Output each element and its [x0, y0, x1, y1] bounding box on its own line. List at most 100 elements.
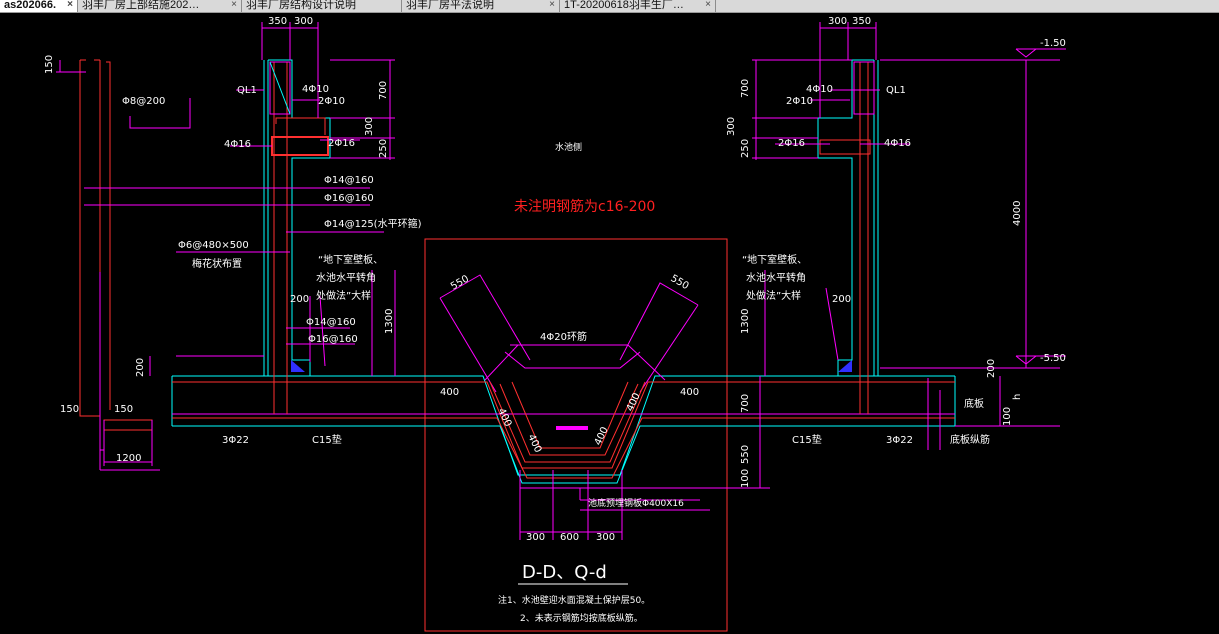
tab-drawing-5[interactable]: 1T-20200618羽丰生厂… ×: [560, 0, 716, 12]
bar-2f16-right: 2Φ16: [778, 138, 805, 149]
dim-1300-left: 1300: [384, 309, 395, 334]
dim-1200: 1200: [116, 453, 141, 464]
left-wall-rebar: [271, 62, 329, 414]
dim-200-right: 200: [832, 294, 851, 305]
left-haunch: [291, 360, 305, 372]
bar-3f22-left: 3Φ22: [222, 435, 249, 446]
cad-drawing-canvas[interactable]: 350 300 150 700 300 250 QL1 4Φ10 2Φ10 4Φ…: [0, 13, 1219, 634]
right-wall-rebar: [819, 62, 871, 414]
label-plum: 梅花状布置: [192, 257, 242, 270]
dim-550-c: 550: [740, 445, 751, 464]
dim-250-right: 250: [740, 139, 751, 158]
label-base-bar: 底板纵筋: [950, 433, 990, 446]
tab-drawing-1[interactable]: аѕ202066. ×: [0, 0, 78, 12]
dim-300-b: 300: [596, 532, 615, 543]
dim-150-low: 150: [60, 404, 79, 415]
close-icon[interactable]: ×: [705, 0, 711, 10]
tab-bar: аѕ202066. × 羽丰厂房上部结施202… × 羽丰厂房结构设计说明 羽丰…: [0, 0, 1219, 13]
dim-350-left: 350: [268, 16, 287, 27]
tab-drawing-2[interactable]: 羽丰厂房上部结施202… ×: [78, 0, 242, 12]
bar-f14-125: Φ14@125(水平环箍): [324, 217, 422, 230]
right-haunch: [838, 360, 852, 372]
dim-300-left: 300: [294, 16, 313, 27]
dim-550-a: 550: [449, 274, 471, 293]
ref-left-1: “地下室壁板、: [318, 253, 383, 266]
bar-2f10-right: 2Φ10: [786, 96, 813, 107]
dim-150-base: 150: [114, 404, 133, 415]
bar-4f20: 4Φ20环筋: [540, 330, 587, 343]
embedded-plate: [556, 426, 588, 430]
dimension-lines: [56, 22, 1066, 540]
dim-200b-left: 200: [135, 358, 146, 377]
dim-700b-right: 700: [740, 394, 751, 413]
label-ql1-right: QL1: [886, 85, 906, 96]
left-footing: [99, 98, 191, 470]
right-ql1-beam: [853, 61, 875, 115]
dim-300b-left: 300: [364, 117, 375, 136]
left-edge-column: [79, 59, 111, 417]
pit-outline: [439, 274, 699, 393]
dim-100-c: 100: [740, 469, 751, 488]
close-icon[interactable]: ×: [549, 0, 555, 10]
bar-4f16-right: 4Φ16: [884, 138, 911, 149]
bar-2f16-left: 2Φ16: [328, 138, 355, 149]
dim-300-a: 300: [526, 532, 545, 543]
elev-bottom: -5.50: [1040, 353, 1066, 364]
label-base-slab: 底板: [964, 397, 984, 410]
dim-200b-right: 200: [986, 359, 997, 378]
section-title: D-D、Q-d: [522, 562, 607, 583]
note-1: 注1、水池壁迎水面混凝土保护层50。: [498, 594, 650, 606]
label-embed-plate: 池底预埋钢板Φ400X16: [588, 497, 684, 509]
tab-drawing-4[interactable]: 羽丰厂房平法说明 ×: [402, 0, 560, 12]
left-wall: [172, 59, 331, 377]
ref-right-1: “地下室壁板、: [742, 253, 807, 266]
bar-f16-160b: Φ16@160: [308, 334, 358, 345]
c15-left: C15垫: [312, 433, 342, 446]
bar-f6: Φ6@480×500: [178, 240, 249, 251]
bar-f16-160: Φ16@160: [324, 193, 374, 204]
label-water-side: 水池侧: [555, 141, 582, 153]
tab-label: 羽丰厂房上部结施202…: [82, 0, 200, 11]
dim-700-left: 700: [378, 81, 389, 100]
close-icon[interactable]: ×: [231, 0, 237, 10]
base-slab-rebar: [172, 381, 955, 479]
right-wall: [817, 59, 955, 377]
bar-4f10-right: 4Φ10: [806, 84, 833, 95]
dim-100-right: 100: [1002, 407, 1013, 426]
bar-3f22-right: 3Φ22: [886, 435, 913, 446]
ref-left-2: 水池水平转角: [316, 271, 376, 284]
dim-700-right: 700: [740, 79, 751, 98]
dim-350-right: 350: [852, 16, 871, 27]
label-h: h: [1012, 394, 1023, 400]
dim-300b-right: 300: [726, 117, 737, 136]
dim-300-right: 300: [828, 16, 847, 27]
dim-250-left: 250: [378, 139, 389, 158]
elev-top: -1.50: [1040, 38, 1066, 49]
tab-drawing-3[interactable]: 羽丰厂房结构设计说明: [242, 0, 402, 12]
pit-rebar: [489, 381, 646, 463]
bar-4f10-left: 4Φ10: [302, 84, 329, 95]
bar-4f16-left: 4Φ16: [224, 139, 251, 150]
dim-400-right: 400: [680, 387, 699, 398]
bar-f14-160b: Φ14@160: [306, 317, 356, 328]
bar-f8-left: Φ8@200: [122, 96, 165, 107]
c15-right: C15垫: [792, 433, 822, 446]
close-icon[interactable]: ×: [67, 0, 73, 10]
tab-label: аѕ202066.: [4, 0, 56, 11]
dim-600: 600: [560, 532, 579, 543]
bar-2f10-left: 2Φ10: [318, 96, 345, 107]
ref-right-2: 水池水平转角: [746, 271, 806, 284]
dim-400-b: 400: [625, 391, 643, 413]
dim-4000: 4000: [1012, 201, 1023, 226]
note-unspecified-rebar: 未注明钢筋为c16-200: [514, 198, 655, 215]
label-ql1-left: QL1: [237, 85, 257, 96]
ref-left-3: 处做法”大样: [316, 289, 371, 302]
dim-150-top: 150: [44, 55, 55, 74]
tab-label: 1T-20200618羽丰生厂…: [564, 0, 684, 11]
bar-f14-160: Φ14@160: [324, 175, 374, 186]
dim-400-left: 400: [440, 387, 459, 398]
tab-label: 羽丰厂房结构设计说明: [246, 0, 356, 11]
tab-label: 羽丰厂房平法说明: [406, 0, 494, 11]
dim-1300-right: 1300: [740, 309, 751, 334]
section-frame: [424, 238, 728, 632]
